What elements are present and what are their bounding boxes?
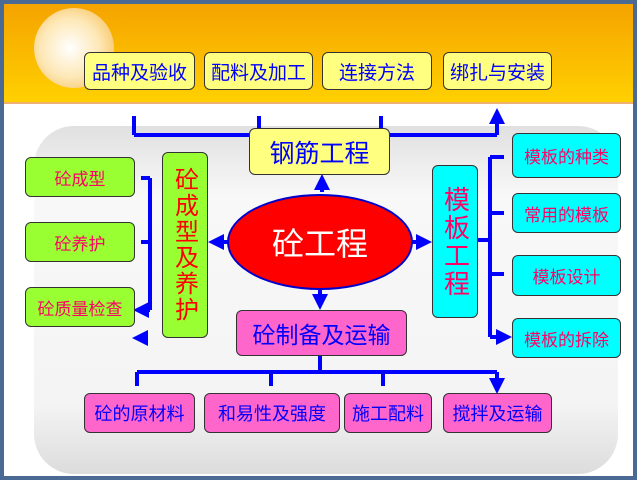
forming-item[interactable]: 砼质量检查 (25, 287, 135, 327)
steel-item[interactable]: 连接方法 (322, 52, 432, 90)
prep-title[interactable]: 砼制备及运输 (236, 310, 407, 356)
prep-item[interactable]: 搅拌及运输 (443, 393, 552, 433)
formwork-item[interactable]: 模板设计 (512, 255, 621, 296)
formwork-item[interactable]: 模板的拆除 (512, 318, 621, 358)
formwork-item[interactable]: 模板的种类 (512, 133, 621, 178)
center-node[interactable]: 砼工程 (227, 194, 413, 290)
prep-item[interactable]: 和易性及强度 (204, 393, 340, 433)
formwork-title[interactable]: 模板工程 (432, 165, 478, 318)
steel-item[interactable]: 绑扎与安装 (443, 52, 552, 90)
steel-title[interactable]: 钢筋工程 (249, 128, 390, 175)
prep-item[interactable]: 施工配料 (344, 393, 432, 433)
header-divider (4, 102, 633, 104)
forming-item[interactable]: 砼养护 (25, 222, 135, 262)
forming-item[interactable]: 砼成型 (25, 157, 135, 197)
forming-title[interactable]: 砼成型及养护 (162, 152, 208, 338)
formwork-item[interactable]: 常用的模板 (512, 193, 621, 233)
steel-item[interactable]: 配料及加工 (204, 52, 313, 90)
prep-item[interactable]: 砼的原材料 (84, 393, 195, 433)
steel-item[interactable]: 品种及验收 (84, 52, 195, 90)
